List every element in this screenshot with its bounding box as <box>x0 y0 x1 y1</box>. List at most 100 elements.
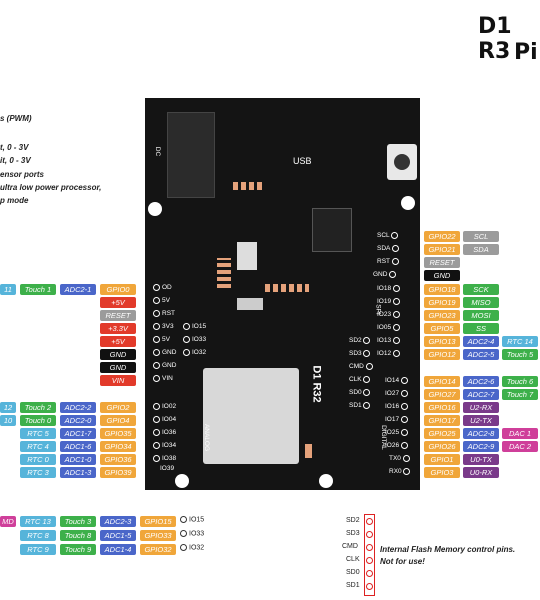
tag-ss: SS <box>463 323 499 334</box>
tag-gpio1: GPIO1 <box>424 454 460 465</box>
tag-dac1: DAC 1 <box>502 428 538 439</box>
tag-bl1-0: MD <box>0 516 16 527</box>
usb-chip <box>312 208 352 252</box>
led <box>305 444 312 458</box>
dc-jack <box>167 112 215 198</box>
tag-adc2-7: ADC2-7 <box>463 389 499 400</box>
flash-pin-clk: CLK <box>346 556 360 563</box>
crystal <box>237 242 257 270</box>
tag-u0-tx: U0-TX <box>463 454 499 465</box>
tag-io39-2: GPIO39 <box>100 467 136 478</box>
legend-note-pwm: s (PWM) <box>0 114 32 123</box>
tag-gpio14: GPIO14 <box>424 376 460 387</box>
tag-io02-2: ADC2-2 <box>60 402 96 413</box>
tag-touch5: Touch 5 <box>502 349 538 360</box>
tag-io02-3: GPIO2 <box>100 402 136 413</box>
tag-adc2-8: ADC2-8 <box>463 428 499 439</box>
tag-bl1-2: Touch 3 <box>60 516 96 527</box>
tag-adc2-5: ADC2-5 <box>463 349 499 360</box>
tag-io38-0: RTC 0 <box>20 454 56 465</box>
tag-gpio22: GPIO22 <box>424 231 460 242</box>
tag-rtc14: RTC 14 <box>502 336 538 347</box>
tag-gpio17: GPIO17 <box>424 415 460 426</box>
tag-bl3-1: Touch 9 <box>60 544 96 555</box>
smd-parts-2 <box>265 284 309 292</box>
tag-left-0-3: GPIO0 <box>100 284 136 295</box>
tag-left-0-2: ADC2-1 <box>60 284 96 295</box>
legend-note-2: it, 0 - 3V <box>0 156 31 165</box>
tag-io04-2: ADC2-0 <box>60 415 96 426</box>
tag-power-gnd: GND <box>100 349 136 360</box>
legend-note-1: t, 0 - 3V <box>0 143 29 152</box>
tag-power-reset: RESET <box>100 310 136 321</box>
smd-parts-1 <box>233 182 263 190</box>
tag-adc2-9: ADC2-9 <box>463 441 499 452</box>
tag-io34-2: GPIO34 <box>100 441 136 452</box>
mount-hole-bottom-left <box>175 474 189 488</box>
tag-io39-0: RTC 3 <box>20 467 56 478</box>
tag-gpio19: GPIO19 <box>424 297 460 308</box>
tag-touch6: Touch 6 <box>502 376 538 387</box>
tag-u2-rx: U2-RX <box>463 402 499 413</box>
tag-adc2-4: ADC2-4 <box>463 336 499 347</box>
tag-mosi: MOSI <box>463 310 499 321</box>
tag-gpio13: GPIO13 <box>424 336 460 347</box>
tag-power-vin: VIN <box>100 375 136 386</box>
tag-io36-0: RTC 5 <box>20 428 56 439</box>
tag-gpio16: GPIO16 <box>424 402 460 413</box>
flash-pin-sd3: SD3 <box>346 530 360 537</box>
usb-label: USB <box>293 156 312 166</box>
flash-pin-sd1: SD1 <box>346 582 360 589</box>
mount-hole-top-left <box>148 202 162 216</box>
tag-bl3-2: ADC1-4 <box>100 544 136 555</box>
digital-label: DIGITAL <box>379 425 387 450</box>
tag-left-0-1: Touch 1 <box>20 284 56 295</box>
tag-bl2-0: RTC 8 <box>20 530 56 541</box>
tag-io36-2: GPIO35 <box>100 428 136 439</box>
reset-button[interactable] <box>387 144 417 180</box>
tag-io02-0: 12 <box>0 402 16 413</box>
d1-r32-board: DC USB D1 R32 OD 5V RST 3V3 5V GND GND V… <box>145 98 420 490</box>
tag-gpio21: GPIO21 <box>424 244 460 255</box>
tag-gpio18: GPIO18 <box>424 284 460 295</box>
flash-pin-sd0: SD0 <box>346 569 360 576</box>
tag-io36-1: ADC1-7 <box>60 428 96 439</box>
board-name: D1 R32 <box>310 365 323 403</box>
tag-io04-1: Touch 0 <box>20 415 56 426</box>
tag-gpio25: GPIO25 <box>424 428 460 439</box>
tag-bl3-0: RTC 9 <box>20 544 56 555</box>
tag-bl2-3: GPIO33 <box>140 530 176 541</box>
tag-io02-1: Touch 2 <box>20 402 56 413</box>
tag-u2-tx: U2-TX <box>463 415 499 426</box>
tag-bl1-4: GPIO15 <box>140 516 176 527</box>
page-title: D1 R3 <box>478 14 512 64</box>
esp32-module <box>203 368 299 464</box>
tag-gpio27: GPIO27 <box>424 389 460 400</box>
tag-sck: SCK <box>463 284 499 295</box>
tag-power-5v: +5V <box>100 297 136 308</box>
analog-label: ANALOG <box>203 423 211 452</box>
tag-miso: MISO <box>463 297 499 308</box>
tag-power-3v3: +3.3V <box>100 323 136 334</box>
tag-io34-0: RTC 4 <box>20 441 56 452</box>
pin-io32: IO32 <box>180 544 204 551</box>
tag-io39-1: ADC1-3 <box>60 467 96 478</box>
smd-parts-3 <box>217 258 231 288</box>
tag-gpio23: GPIO23 <box>424 310 460 321</box>
mount-hole-top-right <box>401 196 415 210</box>
tag-bl2-1: Touch 8 <box>60 530 96 541</box>
tag-bl1-3: ADC2-3 <box>100 516 136 527</box>
tag-scl: SCL <box>463 231 499 242</box>
flash-note-line2: Not for use! <box>380 557 425 566</box>
tag-io38-2: GPIO36 <box>100 454 136 465</box>
tag-adc2-6: ADC2-6 <box>463 376 499 387</box>
flash-pin-sd2: SD2 <box>346 517 360 524</box>
tag-bl2-2: ADC1-5 <box>100 530 136 541</box>
tag-gpio12: GPIO12 <box>424 349 460 360</box>
tag-io38-1: ADC1-0 <box>60 454 96 465</box>
tag-io04-3: GPIO4 <box>100 415 136 426</box>
regulator <box>237 298 263 310</box>
dc-label: DC <box>154 146 162 157</box>
tag-bl1-1: RTC 13 <box>20 516 56 527</box>
legend-note-5: p mode <box>0 196 29 205</box>
